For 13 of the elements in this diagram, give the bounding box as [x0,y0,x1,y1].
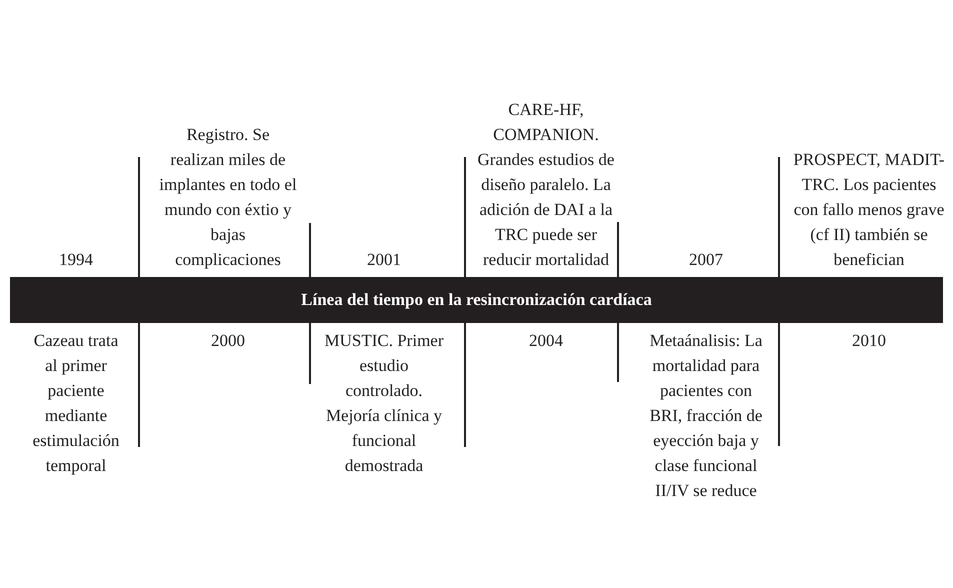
year-label: 2007 [688,249,724,271]
title-banner: Línea del tiempo en la resincronización cardíaca [10,277,943,323]
event-description: CARE-HF, COMPANION. Grandes estudios de diseño paralelo. La adición de DAI a la TRC puede ser reducir mortalidad [476,99,616,271]
event-description: MUSTIC. Primer estudio controlado. Mejoría clínica y funcional demostrada [324,330,444,477]
event-description: Cazeau trata al primer paciente mediante estimulación temporal [32,330,120,477]
event-description: Metaánalisis: La mortalidad para pacientes con BRI, fracción de eyección baja y clase funcional II/IV se reduce [648,330,764,502]
year-label: 1994 [58,249,94,271]
year-label: 2004 [528,330,564,352]
year-label: 2001 [366,249,402,271]
event-description: PROSPECT, MADIT-TRC. Los pacientes con fallo menos grave (cf II) también se benefician [792,149,946,271]
year-label: 2000 [210,330,246,352]
year-label: 2010 [851,330,887,352]
event-description: Registro. Se realizan miles de implantes en todo el mundo con éxtio y bajas complicaciones [158,124,298,271]
